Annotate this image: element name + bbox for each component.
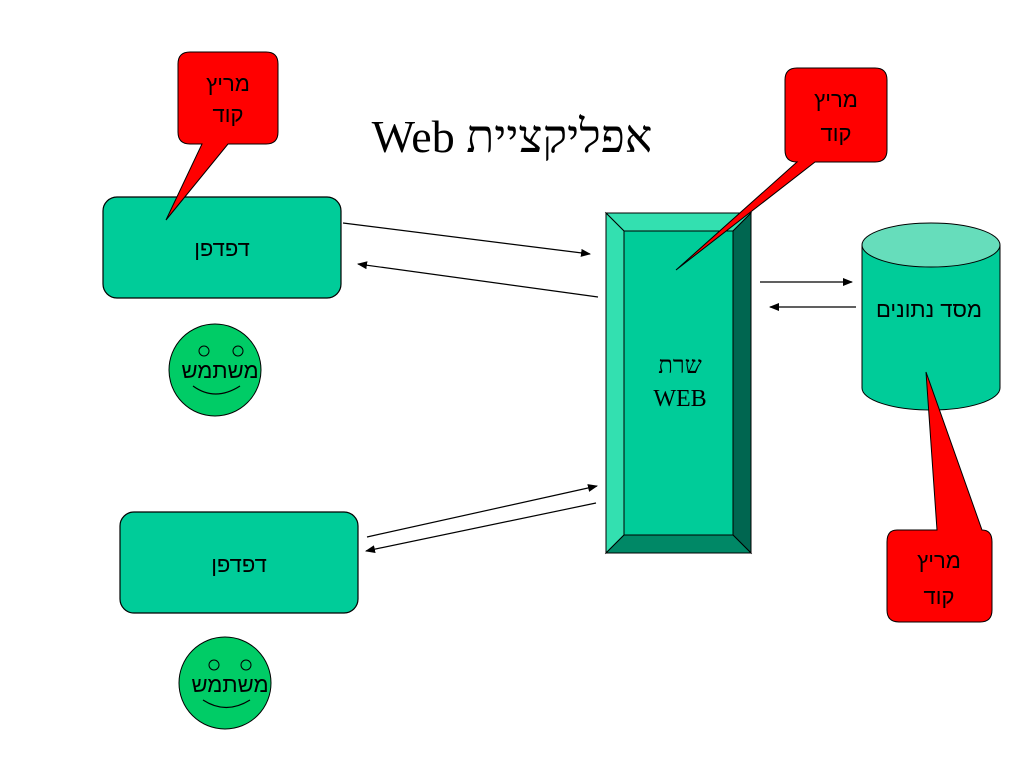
smile-icon xyxy=(192,385,241,395)
eye-icon xyxy=(232,345,244,357)
callout-line2: קוד xyxy=(924,584,955,609)
page-title: אפליקציית Web xyxy=(372,111,653,162)
callout-runs-code-database: מריץ קוד xyxy=(886,371,993,623)
server-label-line1: שרת xyxy=(658,353,701,379)
callout-runs-code-browser: מריץ קוד xyxy=(165,51,279,221)
user-icon-bottom: משתמש xyxy=(178,636,272,730)
eye-icon xyxy=(240,659,252,671)
user-label: משתמש xyxy=(181,358,258,383)
database-label: מסד נתונים xyxy=(876,297,982,322)
user-label: משתמש xyxy=(191,672,268,697)
user-icon-top: משתמש xyxy=(168,323,262,417)
browser-label: דפדפן xyxy=(211,552,267,577)
browser-box-bottom: דפדפן xyxy=(119,511,359,614)
response-arrow xyxy=(365,502,597,554)
callout-runs-code-server: מריץ קוד xyxy=(675,67,888,271)
browser-label: דפדפן xyxy=(194,236,250,261)
smile-icon xyxy=(202,699,251,709)
callout-line1: מריץ xyxy=(814,87,858,112)
database-cylinder: מסד נתונים xyxy=(861,222,1001,411)
eye-icon xyxy=(208,659,220,671)
eye-icon xyxy=(198,345,210,357)
callout-line2: קוד xyxy=(821,121,852,146)
callout-line1: מריץ xyxy=(917,548,961,573)
request-response-arrows xyxy=(342,222,856,554)
request-arrow xyxy=(366,484,598,538)
browser-box-top: דפדפן xyxy=(102,196,342,299)
server-label-line2: WEB xyxy=(653,386,706,412)
callout-line1: מריץ xyxy=(206,71,250,96)
callout-line2: קוד xyxy=(213,102,244,127)
web-server: שרת WEB xyxy=(604,211,753,555)
response-arrow xyxy=(357,261,599,298)
request-arrow xyxy=(342,222,591,257)
